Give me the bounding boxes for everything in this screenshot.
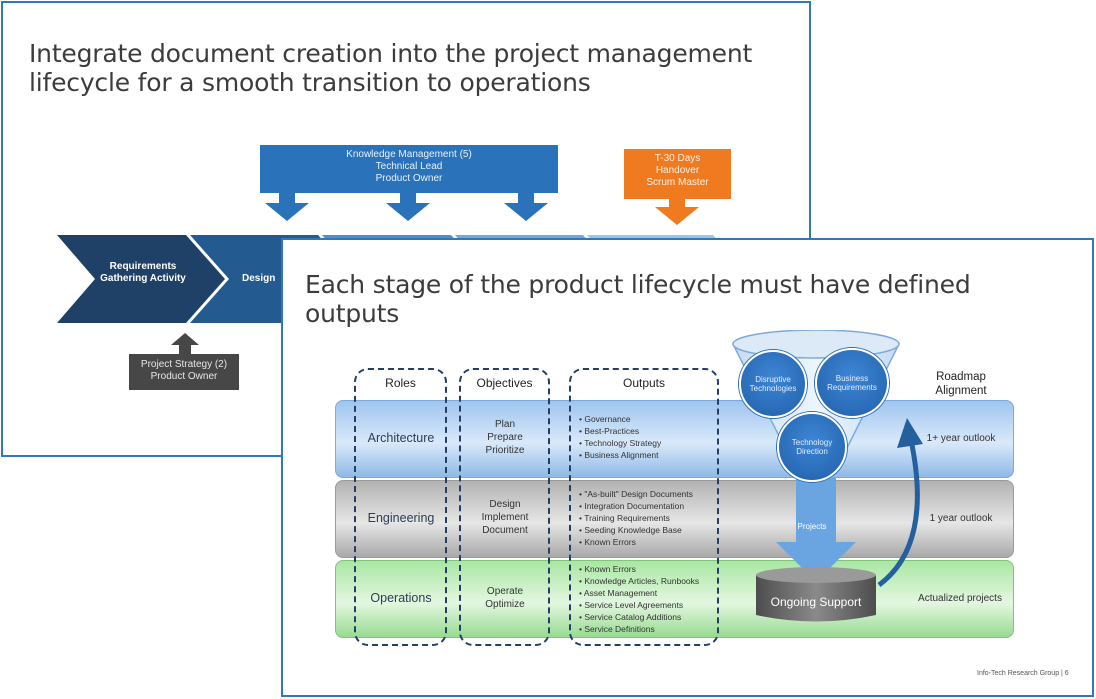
- output-item: Asset Management: [579, 587, 699, 599]
- roadmap-header: Roadmap Alignment: [935, 371, 987, 397]
- row-label-operations: Operations: [370, 591, 432, 605]
- cylinder-top: [756, 567, 876, 583]
- output-item: Knowledge Articles, Runbooks: [579, 575, 699, 587]
- down-arrow-1: [265, 203, 309, 221]
- down-arrow-stem-1: [279, 193, 295, 203]
- chevron-requirements: [57, 235, 225, 323]
- output-item: Governance: [579, 413, 661, 425]
- engineering-outlook: 1 year outlook: [929, 513, 993, 524]
- output-item: Technology Strategy: [579, 437, 661, 449]
- output-item: Seeding Knowledge Base: [579, 524, 693, 536]
- objective-item: Operate: [486, 586, 524, 597]
- output-item: Service Catalog Additions: [579, 611, 699, 623]
- projects-arrow: [776, 478, 856, 582]
- output-item: Integration Documentation: [579, 500, 693, 512]
- handover-line-2: Handover: [655, 165, 700, 176]
- down-arrow-stem-2: [400, 193, 416, 203]
- feedback-arrow-curve: [877, 439, 920, 588]
- feedback-arrow-head: [897, 418, 923, 448]
- objectives-column: [459, 368, 550, 646]
- footer-text: Info-Tech Research Group | 6: [977, 670, 1069, 677]
- outputs-column: [569, 368, 719, 646]
- ongoing-support-label: Ongoing Support: [770, 595, 862, 609]
- orange-down-arrow: [655, 207, 699, 225]
- front-slide-title: Each stage of the product lifecycle must…: [305, 270, 971, 328]
- handover-line-3: Scrum Master: [646, 177, 709, 188]
- output-item: Service Level Agreements: [579, 599, 699, 611]
- output-item: Best-Practices: [579, 425, 661, 437]
- architecture-outputs: Governance Best-Practices Technology Str…: [579, 413, 661, 461]
- orange-arrow-stem: [669, 199, 685, 207]
- circle-business-requirements: Business Requirements: [815, 348, 889, 418]
- architecture-objectives: Plan Prepare Prioritize: [461, 418, 549, 457]
- knowledge-line-3: Product Owner: [375, 173, 443, 184]
- objective-item: Prioritize: [485, 445, 525, 456]
- handover-box: T-30 Days Handover Scrum Master: [624, 149, 731, 199]
- back-slide-title: Integrate document creation into the pro…: [29, 39, 753, 97]
- down-arrow-stem-3: [518, 193, 534, 203]
- operations-outputs: Known Errors Knowledge Articles, Runbook…: [579, 563, 699, 635]
- project-strategy-box: Project Strategy (2) Product Owner: [129, 354, 239, 390]
- architecture-outlook: 1+ year outlook: [926, 433, 996, 444]
- output-item: Training Requirements: [579, 512, 693, 524]
- outputs-header: Outputs: [622, 376, 666, 390]
- slide-front: Each stage of the product lifecycle must…: [281, 238, 1094, 697]
- handover-line-1: T-30 Days: [654, 153, 701, 164]
- project-line-1: Project Strategy (2): [140, 359, 228, 370]
- objective-item: Prepare: [487, 432, 523, 443]
- objective-item: Plan: [494, 419, 515, 430]
- chevron-design-label: Design: [242, 273, 276, 284]
- row-label-architecture: Architecture: [367, 431, 435, 445]
- down-arrow-3: [504, 203, 548, 221]
- output-item: Business Alignment: [579, 449, 661, 461]
- project-line-2: Product Owner: [150, 371, 218, 382]
- projects-arrow-label: Projects: [797, 522, 827, 531]
- engineering-objectives: Design Implement Document: [461, 498, 549, 537]
- knowledge-management-box: Knowledge Management (5) Technical Lead …: [260, 145, 558, 193]
- row-label-engineering: Engineering: [367, 511, 435, 525]
- roles-header: Roles: [385, 376, 416, 390]
- output-item: Known Errors: [579, 563, 699, 575]
- objective-item: Document: [482, 525, 528, 536]
- operations-outlook: Actualized projects: [918, 593, 1002, 604]
- circle-technology-direction: Technology Direction: [777, 412, 847, 482]
- objectives-header: Objectives: [476, 376, 533, 390]
- objective-item: Design: [489, 499, 521, 510]
- engineering-outputs: "As-built" Design Documents Integration …: [579, 488, 693, 548]
- knowledge-line-1: Knowledge Management (5): [346, 149, 472, 160]
- chevron-requirements-label: Requirements Gathering Activity: [100, 261, 186, 284]
- output-item: "As-built" Design Documents: [579, 488, 693, 500]
- roles-column: [354, 368, 447, 646]
- knowledge-line-2: Technical Lead: [375, 161, 443, 172]
- objective-item: Implement: [481, 512, 529, 523]
- circle-disruptive-technologies: Disruptive Technologies: [739, 350, 807, 418]
- objective-item: Optimize: [485, 599, 525, 610]
- up-arrow: [171, 333, 199, 355]
- output-item: Service Definitions: [579, 623, 699, 635]
- output-item: Known Errors: [579, 536, 693, 548]
- down-arrow-2: [386, 203, 430, 221]
- ongoing-support-cylinder: [756, 575, 876, 622]
- operations-objectives: Operate Optimize: [461, 585, 549, 611]
